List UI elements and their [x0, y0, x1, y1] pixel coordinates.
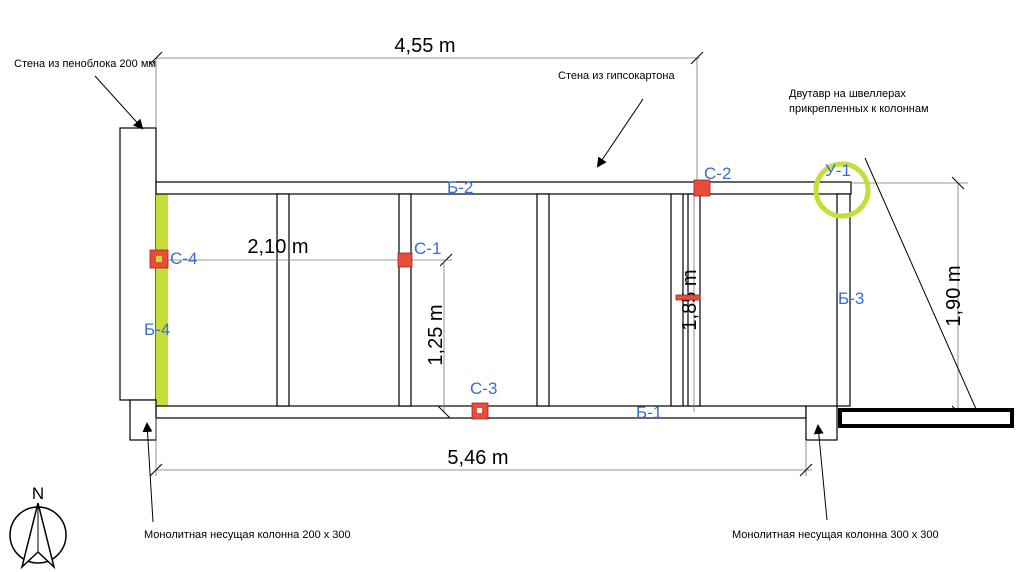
- tag-c2: С-2: [704, 164, 731, 183]
- dimension-125: 1,25 m: [425, 262, 451, 419]
- note-foam-wall: Стена из пеноблока 200 мм: [14, 58, 156, 70]
- tag-c3: С-3: [470, 379, 497, 398]
- compass-label: N: [32, 484, 44, 503]
- ibeam-bar: [838, 408, 1014, 428]
- ibeam-diagonal: [864, 157, 981, 419]
- note-column-left: Монолитная несущая колонна 200 x 300: [144, 529, 351, 541]
- dimension-top: 4,55 m: [149, 35, 704, 182]
- tag-u1: У-1: [825, 161, 851, 180]
- arrow-column-left: [142, 422, 154, 523]
- tag-c4: С-4: [170, 249, 197, 268]
- column-c1: [397, 252, 413, 268]
- dimension-210-label: 2,10 m: [247, 236, 308, 258]
- beam-b4-highlight: [156, 194, 168, 406]
- arrow-column-right: [813, 424, 828, 521]
- tag-b3: Б-3: [838, 289, 864, 308]
- note-column-right: Монолитная несущая колонна 300 x 300: [732, 529, 939, 541]
- dimension-185-mark: [675, 294, 701, 301]
- arrow-foam-wall: [94, 75, 144, 130]
- dimension-185: 1,85 m: [675, 188, 701, 412]
- dimension-top-label: 4,55 m: [394, 35, 455, 57]
- dimension-bottom-label: 5,46 m: [447, 447, 508, 469]
- column-c3-center: [477, 408, 482, 413]
- dimension-190: 1,90 m: [850, 176, 968, 419]
- dimension-125-label: 1,25 m: [425, 304, 447, 365]
- node-u1-circle: [813, 161, 871, 219]
- note-ibeam-line1: Двутавр на швеллерах: [789, 88, 906, 100]
- column-c4-center: [156, 256, 162, 262]
- note-ibeam-line2: прикрепленных к колоннам: [789, 103, 929, 115]
- tag-b1: Б-1: [636, 403, 662, 422]
- frame-structure: [129, 181, 852, 441]
- dimension-bottom: 5,46 m: [149, 418, 813, 477]
- compass-icon: N: [9, 484, 67, 570]
- tag-b2: Б-2: [447, 178, 473, 197]
- note-gypsum-wall: Стена из гипсокартона: [558, 70, 675, 82]
- tag-b4: Б-4: [144, 320, 170, 339]
- tag-c1: С-1: [414, 239, 441, 258]
- dimension-190-label: 1,90 m: [943, 265, 965, 326]
- column-c2: [693, 179, 711, 197]
- arrow-gypsum-wall: [596, 98, 644, 168]
